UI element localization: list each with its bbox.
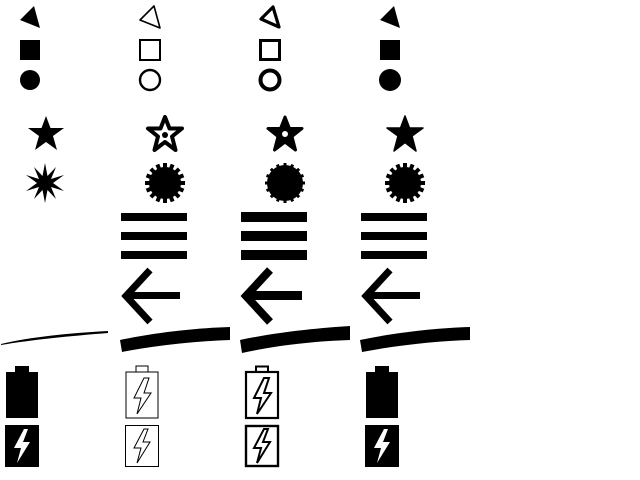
square-icon bbox=[259, 39, 281, 61]
battery-charging-icon bbox=[5, 425, 39, 467]
circle-icon bbox=[20, 70, 40, 90]
triangle-icon bbox=[380, 6, 400, 28]
starburst-icon bbox=[26, 163, 64, 203]
square-icon bbox=[20, 40, 40, 60]
stroke-icon bbox=[120, 327, 230, 352]
stroke-icon bbox=[240, 326, 350, 353]
menu-icon bbox=[241, 212, 307, 260]
battery-charging-icon bbox=[365, 425, 399, 467]
battery-charging-icon bbox=[244, 365, 280, 420]
star-icon bbox=[28, 116, 64, 150]
circle-icon bbox=[379, 69, 401, 91]
battery-charging-icon bbox=[244, 424, 280, 468]
arrow-left-icon bbox=[240, 267, 302, 325]
star-icon bbox=[146, 115, 184, 152]
circle-icon bbox=[138, 68, 162, 92]
battery-icon bbox=[366, 366, 398, 418]
menu-icon bbox=[121, 213, 187, 259]
stroke-icon bbox=[1, 331, 108, 345]
star-icon bbox=[266, 115, 304, 152]
gear-icon bbox=[145, 163, 185, 203]
triangle-icon bbox=[259, 5, 281, 29]
circle-icon bbox=[258, 68, 282, 92]
square-icon bbox=[380, 40, 400, 60]
menu-icon bbox=[361, 213, 427, 259]
square-icon bbox=[139, 39, 161, 61]
gear-icon bbox=[385, 163, 425, 203]
triangle-icon bbox=[139, 5, 161, 29]
arrow-left-icon bbox=[121, 267, 180, 325]
triangle-icon bbox=[20, 6, 40, 28]
battery-charging-icon bbox=[125, 425, 159, 467]
stroke-icon bbox=[360, 327, 470, 352]
gear-icon bbox=[265, 163, 305, 203]
star-icon bbox=[386, 115, 424, 152]
arrow-left-icon bbox=[361, 267, 420, 325]
battery-charging-icon bbox=[125, 365, 159, 419]
battery-icon bbox=[6, 366, 38, 418]
